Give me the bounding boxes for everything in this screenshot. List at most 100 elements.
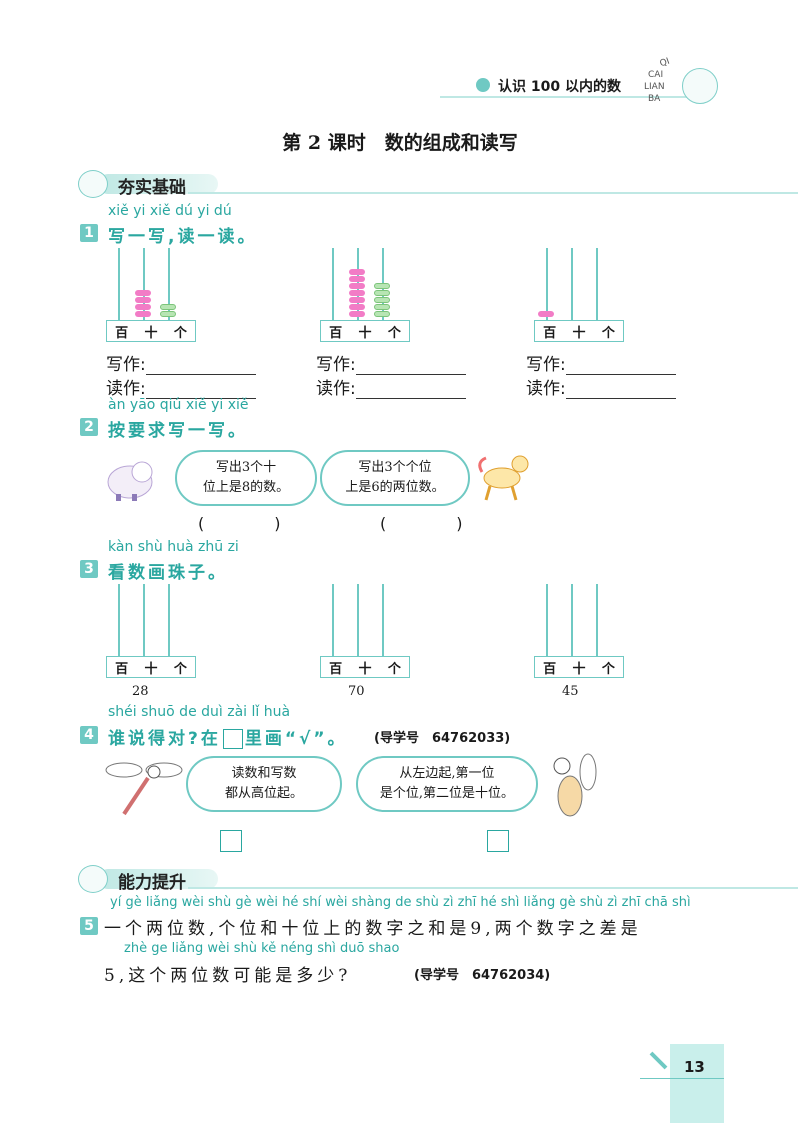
paren-open: ( [198,514,205,533]
paren-close: ) [274,514,281,533]
target-number-1: 28 [132,684,149,699]
abacus-empty-2[interactable]: 百十个 [320,584,410,678]
q1-text: 写一写,读一读。 [108,227,258,247]
checkbox-1[interactable] [220,830,242,852]
abacus-label-ones: 个 [173,325,187,341]
q4-number: 4 [80,726,98,744]
read-label: 读作: [106,379,146,399]
write-label: 写作: [526,355,566,375]
q4-pinyin: shéi shuō de duì zài lǐ huà [108,704,291,720]
bee-icon [540,752,602,822]
abacus-empty-1[interactable]: 百十个 [106,584,196,678]
bubble-line: 都从高位起。 [224,786,303,801]
bubble-q2-2: 写出3个个位 上是6的两位数。 [320,450,470,506]
write-field-1[interactable]: 写作: [106,350,256,375]
bubble-line: 写出3个十 [215,460,277,475]
paren-open: ( [380,514,387,533]
page-title: 第 2 课时 数的组成和读写 [282,132,518,154]
bubble-line: 写出3个个位 [358,460,432,475]
q5-guide: (导学号 64762034) [414,968,551,983]
bubble-line: 是个位,第二位是十位。 [379,786,515,801]
target-number-3: 45 [562,684,579,699]
unicorn-icon [474,450,532,502]
q3-number: 3 [80,560,98,578]
deco-text-2: CAI [648,70,664,80]
abacus-label-ones: 个 [387,661,401,677]
abacus-empty-3[interactable]: 百十个 [534,584,624,678]
bubble-line: 上是6的两位数。 [345,480,445,495]
abacus-label-hundreds: 百 [329,325,343,341]
q5-line-2: 5,这个两位数可能是多少? [104,966,352,986]
read-field-1[interactable]: 读作: [106,374,256,399]
section-ability: 能力提升 [78,865,798,893]
answer-paren-1[interactable]: () [198,514,281,533]
header-chapter: 认识 100 以内的数 [498,79,621,95]
write-label: 写作: [106,355,146,375]
q3-text: 看数画珠子。 [108,563,228,583]
deco-text-1: QI [658,56,672,70]
checkbox-2[interactable] [487,830,509,852]
q1-pinyin: xiě yi xiě dú yi dú [108,203,232,219]
bubble-line: 位上是8的数。 [202,480,290,495]
read-field-2[interactable]: 读作: [316,374,466,399]
abacus-label-tens: 十 [144,325,158,341]
q4-text-a: 谁说得对?在 [108,729,221,749]
header-icon [476,78,490,92]
q4-text-b: 里画“√”。 [244,729,348,749]
header-line [440,96,700,98]
section-basic-label: 夯实基础 [118,178,186,198]
q4-inline-box [222,729,243,749]
abacus-label-ones: 个 [601,325,615,341]
section-basic: 夯实基础 [78,170,798,198]
abacus-label-hundreds: 百 [543,325,557,341]
abacus-label-tens: 十 [358,661,372,677]
page-tab-line [640,1078,724,1079]
abacus-label-ones: 个 [387,325,401,341]
abacus-label-tens: 十 [144,661,158,677]
q2-pinyin: àn yāo qiú xiě yi xiě [108,397,249,413]
q4-guide: (导学号 64762033) [374,731,511,746]
write-field-3[interactable]: 写作: [526,350,676,375]
mascot-icon [682,68,718,104]
section-ability-label: 能力提升 [118,873,186,893]
answer-paren-2[interactable]: () [380,514,463,533]
q5-number: 5 [80,917,98,935]
mascot-icon [78,865,108,893]
q1-number: 1 [80,224,98,242]
read-field-3[interactable]: 读作: [526,374,676,399]
paren-close: ) [456,514,463,533]
abacus-label-tens: 十 [572,661,586,677]
bubble-line: 读数和写数 [231,766,297,781]
abacus-label-hundreds: 百 [329,661,343,677]
abacus-3: 百十个 [534,248,624,342]
abacus-label-ones: 个 [173,661,187,677]
page-tab [670,1044,724,1123]
write-field-2[interactable]: 写作: [316,350,466,375]
write-label: 写作: [316,355,356,375]
read-label: 读作: [316,379,356,399]
bubble-q4-2: 从左边起,第一位 是个位,第二位是十位。 [356,756,538,812]
q5-pinyin-1: yí gè liǎng wèi shù gè wèi hé shí wèi sh… [110,895,691,910]
header-deco: QI CAI LIAN BA [640,56,720,114]
pencil-icon [648,1050,670,1072]
abacus-label-tens: 十 [358,325,372,341]
sheep-icon [102,456,156,502]
abacus-label-hundreds: 百 [115,661,129,677]
target-number-2: 70 [348,684,365,699]
abacus-label-tens: 十 [572,325,586,341]
deco-text-4: BA [648,94,661,104]
q5-line-1: 一个两位数,个位和十位上的数字之和是9,两个数字之差是 [104,919,642,939]
abacus-label-hundreds: 百 [543,661,557,677]
q4-text: 谁说得对?在 里画“√”。 [108,724,348,749]
q5-pinyin-2: zhè ge liǎng wèi shù kě néng shì duō sha… [124,941,400,956]
abacus-label-ones: 个 [601,661,615,677]
mascot-icon [78,170,108,198]
q2-number: 2 [80,418,98,436]
deco-text-3: LIAN [644,82,665,92]
bubble-q2-1: 写出3个十 位上是8的数。 [175,450,317,506]
page-number: 13 [684,1058,705,1076]
q3-pinyin: kàn shù huà zhū zi [108,539,239,555]
q2-text: 按要求写一写。 [108,421,248,441]
abacus-1: 百十个 [106,248,196,342]
abacus-2: 百十个 [320,248,410,342]
